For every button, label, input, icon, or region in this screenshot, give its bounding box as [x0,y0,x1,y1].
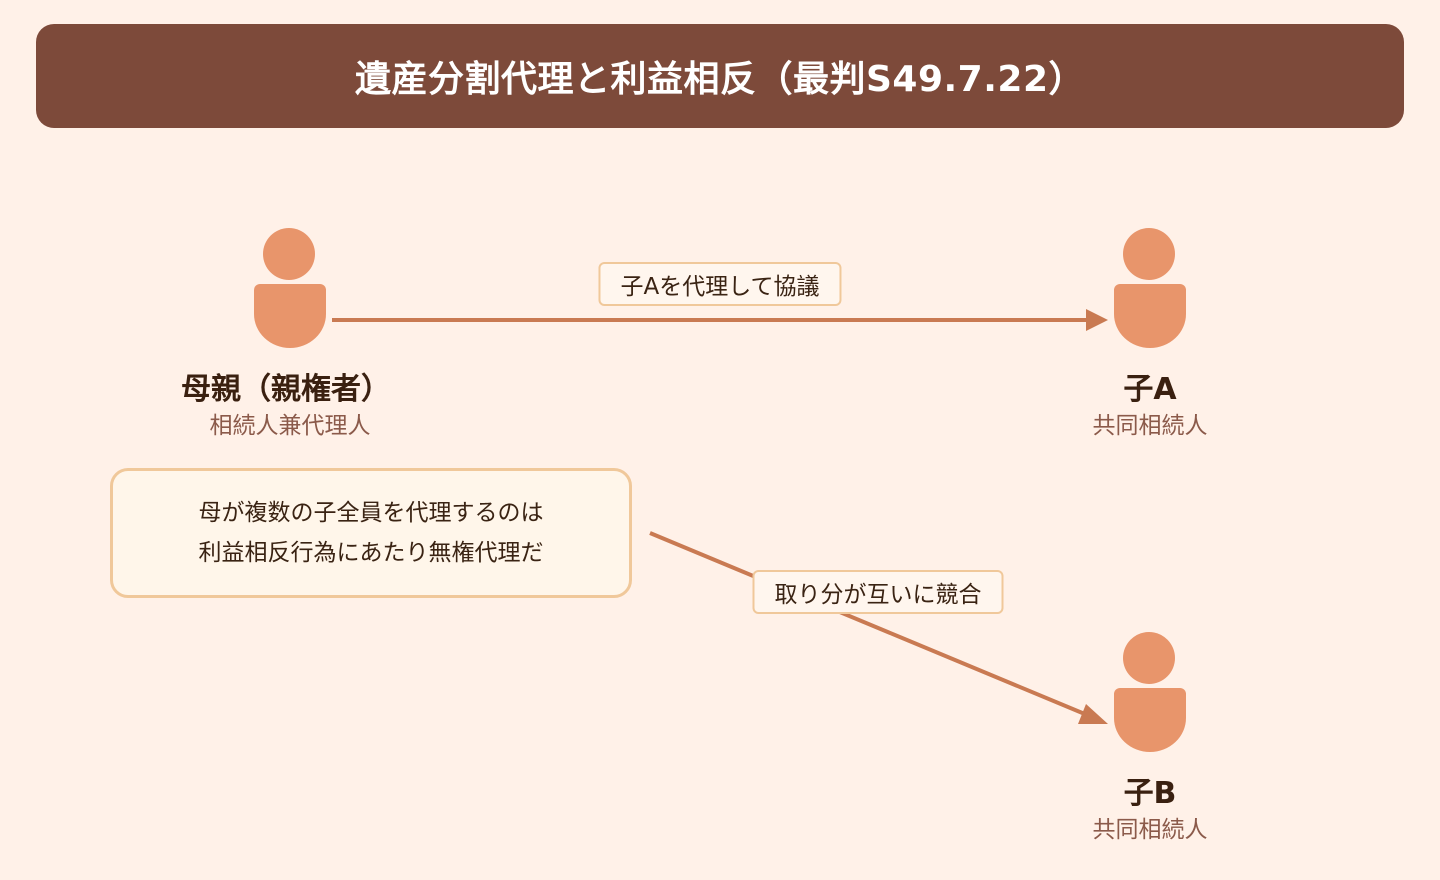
arrow-mother-to-child-b [649,531,1093,719]
person-icon-child-b [1114,632,1186,754]
child-a-name: 子A [1123,372,1177,407]
arrowhead-child-b [1078,704,1108,724]
title-banner: 遺産分割代理と利益相反（最判S49.7.22） [36,24,1404,128]
page-title: 遺産分割代理と利益相反（最判S49.7.22） [354,59,1086,100]
note-line: 利益相反行為にあたり無権代理だ [198,540,544,566]
child-a-role: 共同相続人 [1092,413,1208,439]
person-icon-mother [254,228,326,350]
note-line: 母が複数の子全員を代理するのは [198,500,544,526]
note-box: 母が複数の子全員を代理するのは 利益相反行為にあたり無権代理だ [110,468,632,598]
child-b-role: 共同相続人 [1092,817,1208,843]
person-icon-child-a [1114,228,1186,350]
edge-label-competing-shares: 取り分が互いに競合 [752,570,1004,614]
edge-label-represent-child-a: 子Aを代理して協議 [598,262,842,306]
mother-name: 母親（親権者） [181,372,391,407]
arrowhead-child-a [1086,309,1108,331]
mother-role: 相続人兼代理人 [209,413,371,439]
child-b-name: 子B [1123,776,1177,811]
